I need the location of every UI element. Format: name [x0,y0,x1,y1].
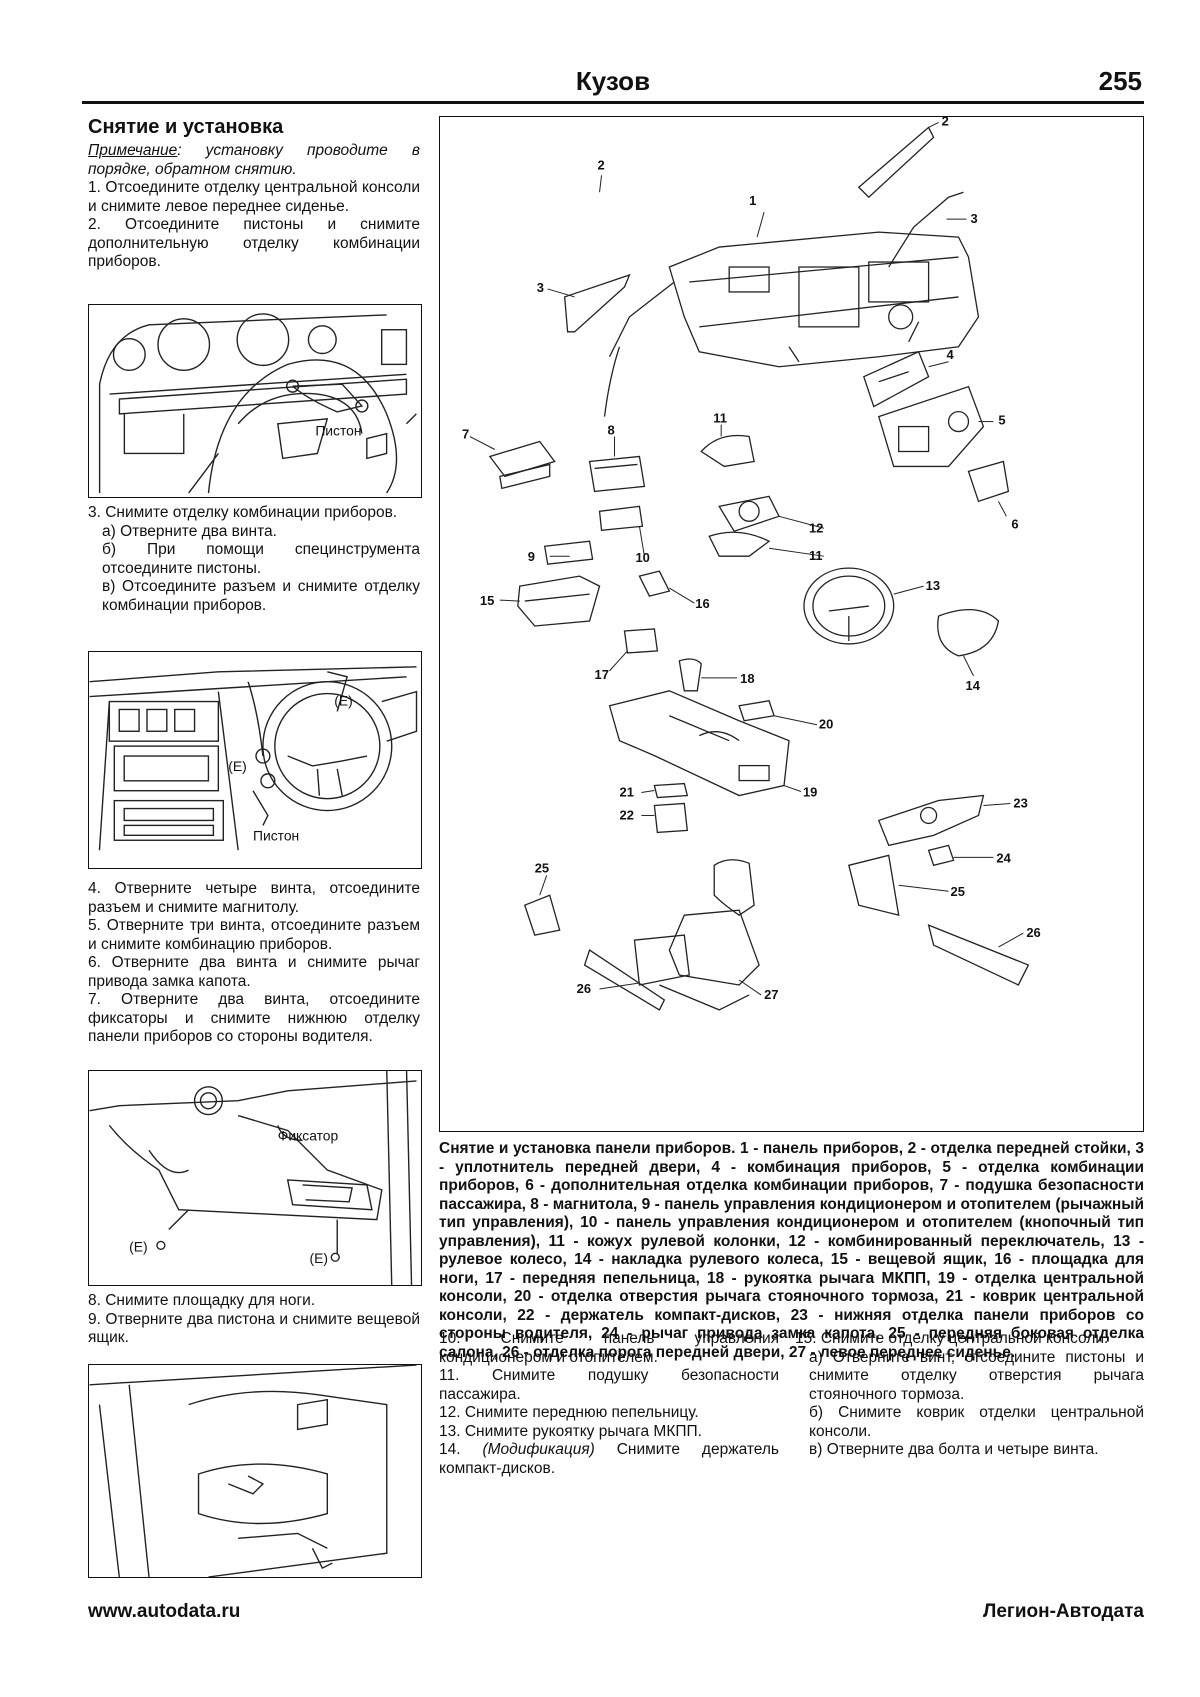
label-21: 21 [619,785,633,800]
step-2: 2. Отсоедините пистоны и снимите дополни… [88,216,420,270]
label-14: 14 [966,678,981,693]
label-7: 7 [462,427,469,442]
label-12: 12 [809,520,823,535]
steps-10-14-text: 10. Снимите панель управления кондиционе… [439,1330,779,1478]
step-8: 8. Снимите площадку для ноги. [88,1292,316,1309]
callout-e-1: (E) [334,693,352,709]
step-3c: в) Отсоедините разъем и снимите отделку … [102,578,420,614]
step-14: 14. (Модификация) Снимите держатель комп… [439,1441,779,1477]
label-20: 20 [819,717,833,732]
lower-trim-drawing: Фиксатор (E) (E) [89,1071,417,1285]
instrument-cluster-drawing: Пистон [98,313,417,494]
step-10: 10. Снимите панель управления кондиционе… [439,1330,779,1366]
note-text: : установку проводите в порядке, обратно… [88,142,420,178]
label-11a: 11 [713,411,727,426]
label-5: 5 [998,413,1005,428]
page-header: Кузов 255 [82,62,1144,104]
callout-piston: Пистон [315,423,361,439]
page-number: 255 [1098,66,1142,96]
label-1: 1 [749,193,756,208]
step-14-text: Снимите держатель компакт-дисков. [439,1441,779,1477]
label-6: 6 [1011,516,1018,531]
label-25b: 25 [951,884,965,899]
label-22: 22 [619,807,633,822]
footer-website-link[interactable]: www.autodata.ru [88,1601,241,1622]
note-label: Примечание [88,142,178,159]
callout-e-3: (E) [129,1238,147,1254]
step-5: 5. Отверните три винта, отсоедините разъ… [88,917,420,953]
step-15c: в) Отверните два болта и четыре винта. [809,1441,1099,1458]
footer-publisher: Легион-Автодата [983,1601,1144,1622]
intro-text: Примечание: установку проводите в порядк… [88,142,420,272]
label-17: 17 [595,667,609,682]
figure-glove-box [88,1364,422,1578]
label-2a: 2 [598,157,605,172]
label-13: 13 [926,578,940,593]
label-27: 27 [764,987,778,1002]
label-10: 10 [635,550,649,565]
note: Примечание: установку проводите в порядк… [88,142,420,179]
figure-dashboard-exploded: 1 2 2 3 3 4 5 6 7 8 9 10 11 11 12 13 14 … [439,116,1144,1132]
label-8: 8 [608,423,615,438]
figure-caption: Снятие и установка панели приборов. 1 - … [439,1140,1144,1361]
label-9: 9 [528,549,535,564]
label-26b: 26 [577,981,591,996]
label-16: 16 [695,596,709,611]
step-15a: а) Отверните винт, отсоедините пистоны и… [809,1348,1144,1403]
label-18: 18 [740,671,754,686]
part-callouts: 1 2 2 3 3 4 5 6 7 8 9 10 11 11 12 13 14 … [462,117,1041,1002]
step-14-modification: (Модификация) [482,1441,595,1458]
section-title: Снятие и установка [88,116,284,138]
label-23: 23 [1013,795,1027,810]
step-3: 3. Снимите отделку комбинации приборов. [88,504,398,521]
label-4: 4 [947,347,955,362]
label-26a: 26 [1026,925,1040,940]
callout-piston-2: Пистон [253,827,299,843]
figure-lower-trim: Фиксатор (E) (E) [88,1070,422,1286]
label-3b: 3 [537,280,544,295]
step-12: 12. Снимите переднюю пепельницу. [439,1404,699,1421]
label-19: 19 [803,785,817,800]
callout-e-4: (E) [309,1250,327,1266]
label-3a: 3 [970,211,977,226]
dashboard-exploded-drawing: 1 2 2 3 3 4 5 6 7 8 9 10 11 11 12 13 14 … [462,117,1041,1011]
label-11b: 11 [809,548,823,563]
step-3a: а) Отверните два винта. [102,522,277,540]
step-15b: б) Снимите коврик отделки центральной ко… [809,1404,1144,1440]
label-24: 24 [996,850,1011,865]
chapter-title: Кузов [575,66,651,96]
figure-dashboard-radio: (E) (E) Пистон [88,651,422,869]
callout-fixator: Фиксатор [278,1127,339,1143]
label-2b: 2 [942,117,949,128]
steps-8-9-text: 8. Снимите площадку для ноги. 9. Отверни… [88,1292,420,1348]
step-7: 7. Отверните два винта, отсоедините фикс… [88,991,420,1045]
callout-e-2: (E) [228,758,246,774]
step-15-text: 15. Снимите отделку центральной консоли.… [795,1330,1144,1460]
figure-instrument-cluster: Пистон [88,304,422,498]
step-13: 13. Снимите рукоятку рычага МКПП. [439,1422,702,1440]
step-15: 15. Снимите отделку центральной консоли. [795,1330,1109,1347]
label-15: 15 [480,593,494,608]
step-6: 6. Отверните два винта и снимите рычаг п… [88,954,420,990]
label-25a: 25 [535,860,549,875]
step-1: 1. Отсоедините отделку центральной консо… [88,179,420,215]
steps-4-7-text: 4. Отверните четыре винта, отсоедините р… [88,880,420,1047]
glove-box-drawing [89,1365,417,1577]
step-11: 11. Снимите подушку безопасности пассажи… [439,1367,779,1403]
step-3-text: 3. Снимите отделку комбинации приборов. … [88,504,420,615]
step-9: 9. Отверните два пистона и снимите вещев… [88,1310,420,1347]
dashboard-radio-drawing: (E) (E) Пистон [89,666,418,851]
step-3b: б) При помощи специнструмента отсоединит… [102,541,420,577]
step-4: 4. Отверните четыре винта, отсоедините р… [88,880,420,916]
